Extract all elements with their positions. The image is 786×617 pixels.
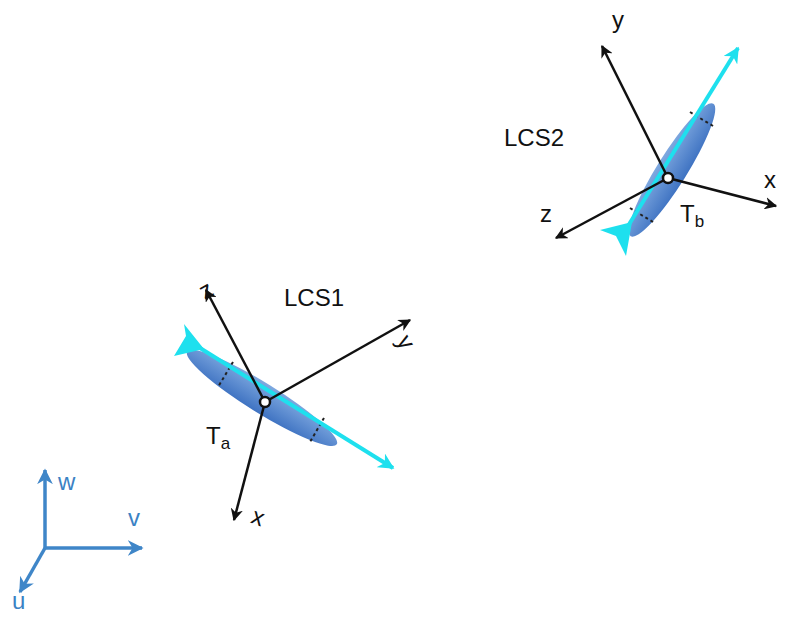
lcs1-axes [206, 290, 410, 520]
axis-label: v [128, 506, 140, 530]
global-axes [20, 470, 142, 592]
body-2 [600, 48, 738, 256]
axis-label: z [195, 277, 217, 304]
axis-label: w [58, 470, 75, 494]
origin-dot [260, 397, 270, 407]
origin-label: Ta [206, 424, 230, 452]
origin-dot [663, 173, 673, 183]
axis-label: y [612, 8, 624, 32]
origin-label: Tb [680, 202, 704, 230]
axis-label: y [393, 331, 420, 353]
axis-label: z [540, 202, 552, 226]
axis-label: x [764, 168, 776, 192]
lcs2-axes [556, 46, 776, 238]
body-1 [174, 324, 393, 468]
axis-label: x [248, 504, 267, 531]
frame-label: LCS1 [284, 286, 344, 310]
axis-label: u [12, 589, 25, 613]
frame-label: LCS2 [504, 126, 564, 150]
